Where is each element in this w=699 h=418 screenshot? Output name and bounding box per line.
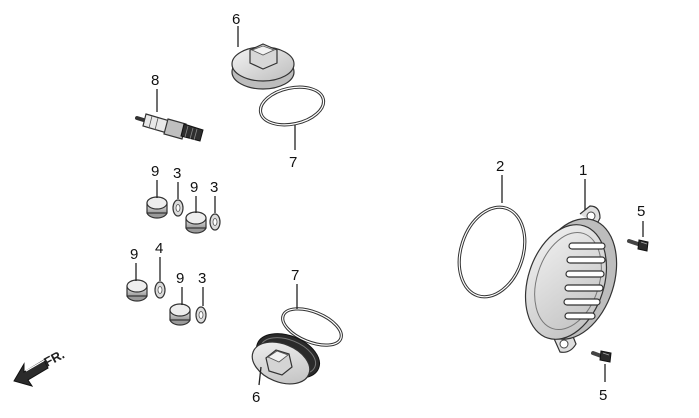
- nut-9d: [169, 303, 191, 326]
- callout-7-top: 7: [289, 154, 297, 171]
- spark-plug: [135, 113, 204, 142]
- nut-9c: [126, 279, 148, 302]
- washer-3a: [172, 199, 184, 217]
- drain-plug: [251, 333, 321, 385]
- callout-5-top: 5: [637, 203, 645, 220]
- filler-cap-top: [231, 43, 295, 90]
- cover: [524, 205, 618, 353]
- callout-4: 4: [155, 240, 163, 257]
- callout-9b: 9: [190, 179, 198, 196]
- callout-9d: 9: [176, 270, 184, 287]
- callout-9c: 9: [130, 246, 138, 263]
- o-ring-bottom: [281, 307, 343, 347]
- bolt-5-bottom: [591, 350, 612, 363]
- callout-3b: 3: [210, 179, 218, 196]
- nut-9a: [146, 196, 168, 219]
- callout-3c: 3: [198, 270, 206, 287]
- callout-9a: 9: [151, 163, 159, 180]
- bolt-5-top: [627, 239, 649, 252]
- callout-6-top: 6: [232, 11, 240, 28]
- callout-6-bottom: 6: [252, 389, 260, 406]
- callout-2: 2: [496, 158, 504, 175]
- callout-8: 8: [151, 72, 159, 89]
- leader-6-bottom: [258, 366, 262, 386]
- washer-4: [154, 281, 166, 299]
- callout-1: 1: [579, 162, 587, 179]
- callout-7-bottom: 7: [291, 267, 299, 284]
- nut-9b: [185, 211, 207, 234]
- callout-5-bottom: 5: [599, 387, 607, 404]
- front-arrow-icon: [13, 359, 49, 387]
- large-o-ring: [457, 205, 527, 299]
- washer-3c: [195, 306, 207, 324]
- o-ring-top: [258, 85, 326, 127]
- callout-3a: 3: [173, 165, 181, 182]
- washer-3b: [209, 213, 221, 231]
- cover-vent-slots: [563, 242, 606, 320]
